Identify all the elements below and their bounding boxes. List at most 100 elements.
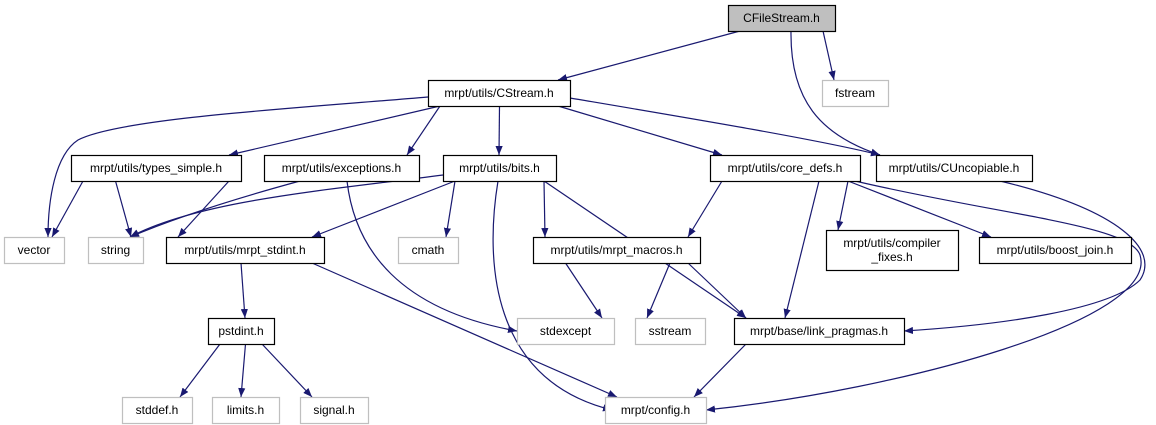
edge-types_simple-to-vector — [51, 180, 84, 238]
node-exceptions[interactable]: mrpt/utils/exceptions.h — [263, 154, 421, 183]
edge-mrpt_macros-to-stdexcept — [565, 262, 603, 319]
node-link_pragmas[interactable]: mrpt/base/link_pragmas.h — [733, 317, 906, 346]
node-label: mrpt/utils/mrpt_macros.h — [550, 243, 682, 257]
node-box — [978, 236, 1133, 265]
node-mrpt_macros[interactable]: mrpt/utils/mrpt_macros.h — [532, 236, 702, 265]
node-label: mrpt/utils/types_simple.h — [90, 161, 222, 175]
node-config: mrpt/config.h — [604, 396, 708, 425]
node-label: CFileStream.h — [743, 11, 820, 25]
node-label: mrpt/utils/CUncopiable.h — [889, 161, 1020, 175]
node-core_defs[interactable]: mrpt/utils/core_defs.h — [709, 154, 862, 183]
node-label: stddef.h — [136, 403, 179, 417]
node-cuncopiable[interactable]: mrpt/utils/CUncopiable.h — [875, 154, 1034, 183]
node-signal: signal.h — [299, 396, 370, 425]
node-box — [821, 79, 890, 108]
node-box — [634, 317, 707, 346]
edge-pstdint-to-limits — [238, 343, 247, 398]
edge-types_simple-to-string — [114, 180, 133, 238]
node-sstream: sstream — [634, 317, 707, 346]
edge-cstream-to-cuncopiable — [569, 97, 881, 157]
node-cstream[interactable]: mrpt/utils/CStream.h — [427, 79, 572, 108]
node-box — [263, 154, 421, 183]
node-box — [3, 236, 66, 265]
node-box — [165, 236, 326, 265]
edge-cstream-to-exceptions — [406, 105, 441, 156]
node-label: mrpt/utils/boost_join.h — [997, 243, 1114, 257]
node-box — [604, 396, 708, 425]
node-label: pstdint.h — [218, 324, 263, 338]
node-box — [87, 236, 145, 265]
node-label: mrpt/config.h — [621, 403, 690, 417]
edge-cfilestream-to-fstream — [822, 30, 836, 81]
node-mrpt_stdint[interactable]: mrpt/utils/mrpt_stdint.h — [165, 236, 326, 265]
node-types_simple[interactable]: mrpt/utils/types_simple.h — [70, 154, 243, 183]
edge-core_defs-to-mrpt_macros — [687, 180, 723, 238]
edge-bits-to-mrpt_stdint — [311, 180, 456, 238]
node-label: sstream — [649, 324, 692, 338]
edge-pstdint-to-stddef — [179, 343, 221, 398]
edge-cstream-to-bits — [495, 105, 503, 156]
edge-types_simple-to-mrpt_stdint — [177, 180, 230, 238]
node-label: mrpt/utils/CStream.h — [444, 86, 553, 100]
node-boost_join[interactable]: mrpt/utils/boost_join.h — [978, 236, 1133, 265]
node-box — [207, 317, 276, 346]
node-box — [397, 236, 460, 265]
edge-exceptions-to-string — [129, 180, 301, 238]
node-box — [532, 236, 702, 265]
edge-cstream-to-types_simple — [228, 105, 441, 157]
node-stdexcept: stdexcept — [516, 317, 616, 346]
node-box — [442, 154, 558, 183]
edge-cfilestream-to-cstream — [557, 30, 741, 82]
node-label: cmath — [412, 243, 445, 257]
node-box — [211, 396, 281, 425]
edge-exceptions-to-stdexcept — [346, 180, 518, 333]
node-bits[interactable]: mrpt/utils/bits.h — [442, 154, 558, 183]
node-label: mrpt/utils/compiler — [843, 236, 940, 250]
node-label: mrpt/utils/core_defs.h — [728, 161, 843, 175]
node-box — [427, 79, 572, 108]
edge-bits-to-cmath — [443, 180, 456, 238]
node-label: mrpt/base/link_pragmas.h — [750, 324, 888, 338]
node-vector: vector — [3, 236, 66, 265]
node-cfilestream[interactable]: CFileStream.h — [727, 4, 837, 33]
node-box — [70, 154, 243, 183]
node-box — [727, 4, 837, 33]
edge-cfilestream-to-cuncopiable — [790, 30, 881, 156]
node-box — [875, 154, 1034, 183]
node-pstdint[interactable]: pstdint.h — [207, 317, 276, 346]
node-limits: limits.h — [211, 396, 281, 425]
node-label: string — [101, 243, 130, 257]
node-label: _fixes.h — [870, 250, 912, 264]
edge-mrpt_macros-to-link_pragmas — [687, 262, 747, 319]
edge-link_pragmas-to-config — [693, 343, 747, 398]
node-box — [516, 317, 616, 346]
node-label: mrpt/utils/mrpt_stdint.h — [184, 243, 305, 257]
node-string: string — [87, 236, 145, 265]
edge-pstdint-to-signal — [261, 343, 313, 398]
node-compiler_fixes[interactable]: mrpt/utils/compiler_fixes.h — [825, 229, 960, 272]
node-box — [299, 396, 370, 425]
node-label: vector — [18, 243, 51, 257]
edge-core_defs-to-link_pragmas — [783, 180, 820, 319]
node-box — [733, 317, 906, 346]
node-label: stdexcept — [540, 324, 592, 338]
edge-core_defs-to-compiler_fixes — [836, 180, 849, 231]
edge-mrpt_macros-to-sstream — [646, 262, 671, 319]
edge-mrpt_stdint-to-pstdint — [240, 262, 248, 319]
edge-mrpt_stdint-to-config — [311, 262, 618, 398]
node-box — [709, 154, 862, 183]
node-label: signal.h — [313, 403, 354, 417]
node-box — [121, 396, 194, 425]
node-stddef: stddef.h — [121, 396, 194, 425]
edge-bits-to-config — [492, 180, 613, 412]
edge-cstream-to-core_defs — [557, 105, 723, 156]
node-label: limits.h — [227, 403, 264, 417]
edge-cstream-to-vector — [44, 96, 429, 238]
edge-core_defs-to-boost_join — [847, 180, 992, 238]
edge-bits-to-mrpt_macros — [541, 180, 549, 238]
node-label: mrpt/utils/exceptions.h — [282, 161, 401, 175]
node-label: mrpt/utils/bits.h — [459, 161, 540, 175]
node-box — [825, 229, 960, 272]
